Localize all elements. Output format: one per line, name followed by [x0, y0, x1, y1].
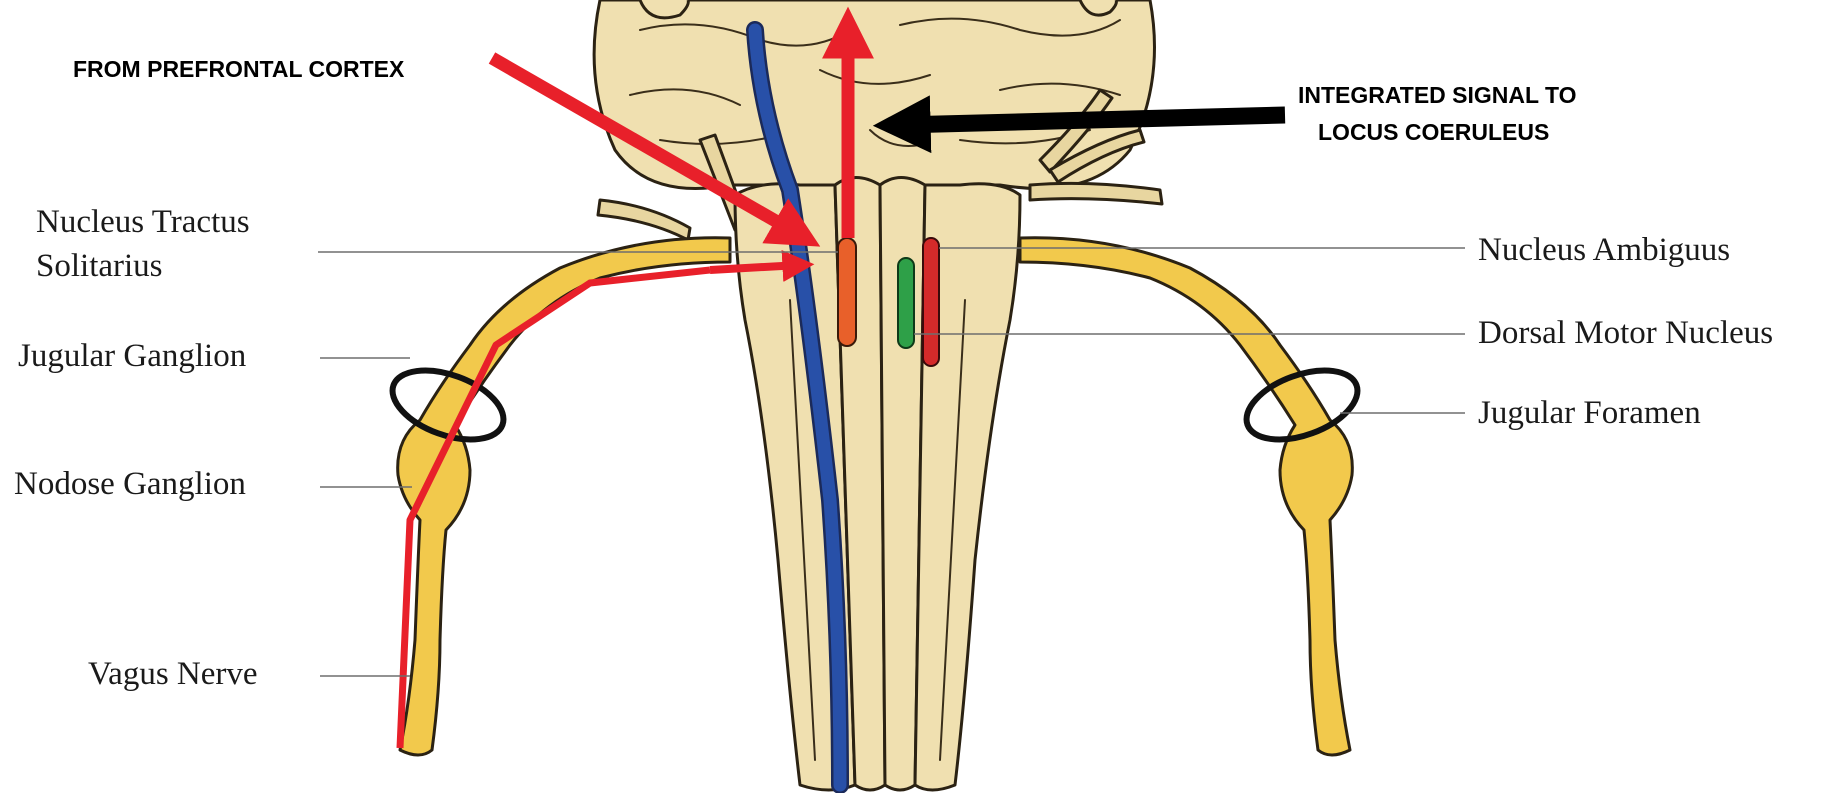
integrated-signal-label-line1: INTEGRATED SIGNAL TO: [1298, 82, 1577, 108]
integrated-signal-label-line2: LOCUS COERULEUS: [1318, 119, 1549, 145]
nts-label-line1: Nucleus Tractus: [36, 204, 250, 240]
nts-label-line2: Solitarius: [36, 248, 163, 284]
nucleus-ambiguus-label: Nucleus Ambiguus: [1478, 232, 1730, 268]
left-vagus-nerve: [398, 238, 730, 755]
dorsal-motor-nucleus-label: Dorsal Motor Nucleus: [1478, 315, 1773, 351]
right-vagus-nerve: [1020, 238, 1352, 755]
jugular-ganglion-label: Jugular Ganglion: [18, 338, 246, 374]
afferent-pathway-arrow: [710, 265, 800, 270]
jugular-foramen-label: Jugular Foramen: [1478, 395, 1701, 431]
dorsal-motor-nucleus-marker: [898, 258, 914, 348]
nucleus-ambiguus-marker: [923, 238, 939, 366]
nodose-ganglion-label: Nodose Ganglion: [14, 466, 246, 502]
integrated-signal-arrow: [900, 115, 1285, 125]
vagus-nerve-label: Vagus Nerve: [88, 656, 258, 692]
from-prefrontal-label: FROM PREFRONTAL CORTEX: [73, 56, 405, 82]
nucleus-tractus-solitarius-marker: [838, 238, 856, 346]
